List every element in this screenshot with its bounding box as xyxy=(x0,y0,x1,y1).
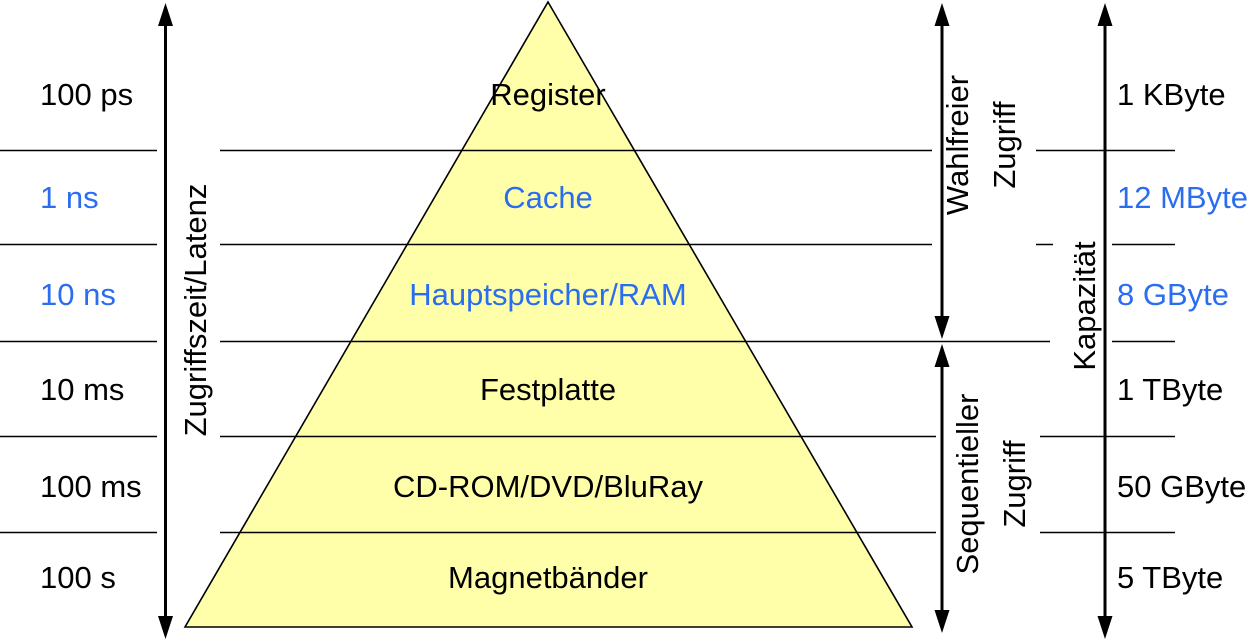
latency-label-festplatte: 10 ms xyxy=(40,372,125,407)
latency-label-magnetbaender: 100 s xyxy=(40,560,116,595)
random-access-axis-label: Wahlfreier Zugriff xyxy=(940,74,1022,216)
pyramid-level-label-magnetbaender: Magnetbänder xyxy=(448,560,648,595)
capacity-label-hauptspeicher: 8 GByte xyxy=(1117,277,1229,312)
latency-axis-arrow xyxy=(158,3,173,639)
capacity-label-cache: 12 MByte xyxy=(1117,180,1248,215)
latency-label-register: 100 ps xyxy=(40,77,134,112)
sequential-access-arrow xyxy=(934,344,950,633)
pyramid-level-label-cdrom: CD-ROM/DVD/BluRay xyxy=(392,469,704,504)
pyramid-level-label-register: Register xyxy=(490,77,606,112)
latency-label-cdrom: 100 ms xyxy=(40,469,142,504)
latency-axis-label: Zugriffszeit/Latenz xyxy=(178,183,213,437)
sequential-access-axis-label: Sequentieller Zugriff xyxy=(950,393,1032,575)
latency-label-hauptspeicher: 10 ns xyxy=(40,277,116,312)
capacity-label-cdrom: 50 GByte xyxy=(1117,469,1247,504)
pyramid-level-label-festplatte: Festplatte xyxy=(479,372,617,407)
capacity-label-register: 1 KByte xyxy=(1117,77,1226,112)
random-access-arrow xyxy=(934,3,950,339)
pyramid-level-label-cache: Cache xyxy=(503,180,593,215)
capacity-axis-label: Kapazität xyxy=(1067,241,1102,371)
latency-label-cache: 1 ns xyxy=(40,180,99,215)
pyramid-shape xyxy=(183,0,914,628)
pyramid-level-label-hauptspeicher: Hauptspeicher/RAM xyxy=(409,277,687,312)
capacity-label-magnetbaender: 5 TByte xyxy=(1117,560,1224,595)
capacity-label-festplatte: 1 TByte xyxy=(1117,372,1224,407)
capacity-axis-arrow xyxy=(1097,3,1113,639)
level-separator-lines xyxy=(0,149,1175,534)
